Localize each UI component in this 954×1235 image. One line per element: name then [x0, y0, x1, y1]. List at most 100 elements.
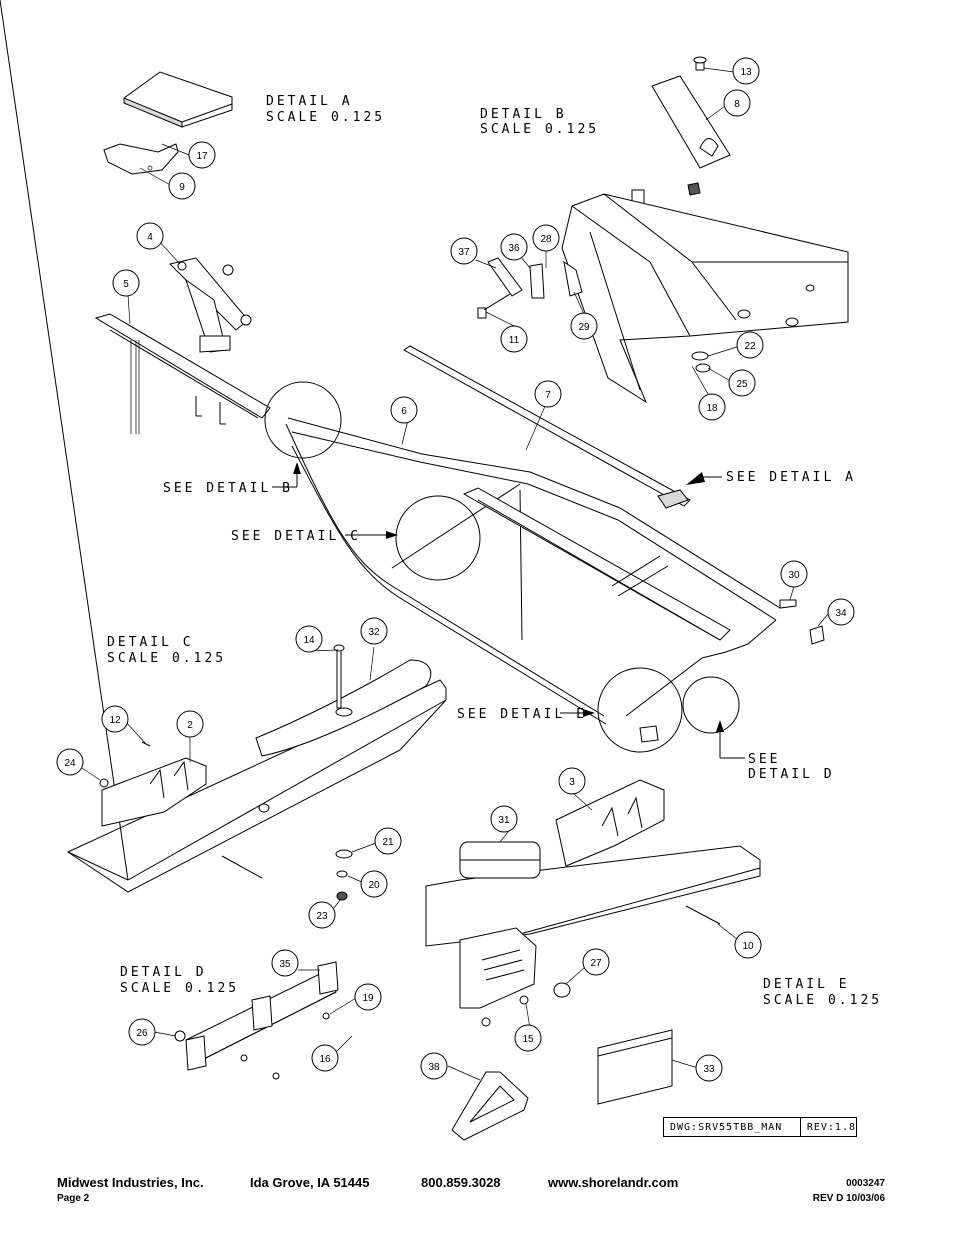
svg-text:22: 22	[744, 341, 756, 352]
detail-d-parts	[174, 961, 339, 1080]
svg-text:SEE DETAIL C: SEE DETAIL C	[231, 529, 361, 544]
svg-text:29: 29	[578, 322, 590, 333]
balloon-16: 16	[311, 1044, 339, 1072]
detail-c-circle	[395, 495, 481, 581]
balloon-14: 14	[295, 625, 323, 653]
detail-b-label: DETAIL B SCALE 0.125	[480, 107, 599, 137]
drawing-number: DWG:SRV55TBB_MAN	[664, 1118, 801, 1136]
detail-b-parts	[477, 56, 849, 404]
detail-e-label: DETAIL E SCALE 0.125	[763, 977, 882, 1008]
balloon-26: 26	[128, 1018, 156, 1046]
detail-e-scale: SCALE 0.125	[763, 993, 882, 1008]
svg-text:13: 13	[740, 67, 752, 78]
detail-a-label: DETAIL A SCALE 0.125	[266, 94, 382, 125]
see-detail-a-callout: SEE DETAIL A	[686, 470, 856, 485]
svg-text:2: 2	[187, 720, 193, 731]
balloon-8: 8	[723, 89, 751, 117]
svg-text:19: 19	[362, 993, 374, 1004]
svg-text:14: 14	[303, 635, 315, 646]
svg-text:27: 27	[590, 958, 602, 969]
see-detail-c-callout: SEE DETAIL C	[231, 529, 398, 544]
detail-e-parts	[425, 779, 761, 1105]
detail-c-label: DETAIL C SCALE 0.125	[107, 635, 223, 666]
svg-text:DETAIL D: DETAIL D	[748, 767, 835, 782]
balloon-3: 3	[558, 767, 586, 795]
svg-text:10: 10	[742, 941, 754, 952]
svg-text:37: 37	[458, 247, 470, 258]
balloon-19: 19	[354, 983, 382, 1011]
balloon-38: 38	[420, 1052, 448, 1080]
svg-text:26: 26	[136, 1028, 148, 1039]
footer-phone: 800.859.3028	[421, 1175, 501, 1190]
svg-text:SEE DETAIL E: SEE DETAIL E	[457, 707, 587, 722]
detail-c-title: DETAIL C	[107, 635, 194, 650]
detail-d-label: DETAIL D SCALE 0.125	[120, 965, 239, 996]
svg-text:SEE DETAIL B: SEE DETAIL B	[163, 481, 293, 496]
main-frame	[285, 345, 825, 743]
tongue-parts	[94, 313, 271, 434]
balloon-37: 37	[450, 237, 478, 265]
footer-doc-number: 0003247	[846, 1178, 885, 1189]
balloon-25: 25	[728, 369, 756, 397]
balloon-35: 35	[271, 949, 299, 977]
svg-text:35: 35	[279, 959, 291, 970]
see-detail-e-callout: SEE DETAIL E	[457, 707, 595, 722]
balloon-11: 11	[500, 325, 528, 353]
svg-text:33: 33	[703, 1064, 715, 1075]
footer-company: Midwest Industries, Inc.	[57, 1175, 204, 1190]
balloons: 2 3 4 5 6 7 8 9 10 11 12 13 14 15 16 17 …	[56, 57, 855, 1082]
detail-d-scale: SCALE 0.125	[120, 981, 239, 996]
svg-text:SEE: SEE	[748, 752, 780, 767]
balloon-5: 5	[112, 269, 140, 297]
detail-a-parts	[103, 71, 233, 175]
balloon-30: 30	[780, 560, 808, 588]
footer-location: Ida Grove, IA 51445	[250, 1175, 370, 1190]
balloon-34: 34	[827, 598, 855, 626]
svg-text:31: 31	[498, 815, 510, 826]
footer-website[interactable]: www.shorelandr.com	[548, 1175, 679, 1190]
balloon-7: 7	[534, 380, 562, 408]
drawing-title-block: DWG:SRV55TBB_MAN REV:1.8	[663, 1117, 857, 1137]
balloon-29: 29	[570, 312, 598, 340]
svg-text:20: 20	[368, 880, 380, 891]
detail-b-title: DETAIL B	[480, 107, 567, 122]
balloon-21: 21	[374, 827, 402, 855]
balloon-33: 33	[695, 1054, 723, 1082]
balloon-17: 17	[188, 141, 216, 169]
svg-text:4: 4	[147, 232, 153, 243]
svg-text:8: 8	[734, 99, 740, 110]
svg-text:17: 17	[196, 151, 208, 162]
svg-text:6: 6	[401, 406, 407, 417]
detail-e-title: DETAIL E	[763, 977, 850, 992]
footer-page: Page 2	[57, 1193, 90, 1204]
jack-parts	[169, 257, 252, 353]
svg-text:21: 21	[382, 837, 394, 848]
balloon-32: 32	[360, 617, 388, 645]
svg-text:16: 16	[319, 1054, 331, 1065]
see-detail-b-callout: SEE DETAIL B	[163, 462, 301, 496]
detail-e-circle	[597, 667, 683, 753]
svg-text:15: 15	[522, 1034, 534, 1045]
balloon-18: 18	[698, 393, 726, 421]
detail-b-scale: SCALE 0.125	[480, 122, 599, 137]
svg-text:28: 28	[540, 234, 552, 245]
balloon-24: 24	[56, 748, 84, 776]
svg-text:12: 12	[109, 715, 121, 726]
detail-a-title: DETAIL A	[266, 94, 353, 109]
balloon-9: 9	[168, 172, 196, 200]
balloon-13: 13	[732, 57, 760, 85]
svg-text:5: 5	[123, 279, 129, 290]
svg-text:25: 25	[736, 379, 748, 390]
svg-text:30: 30	[788, 570, 800, 581]
detail-c-parts	[0, 0, 447, 893]
detail-d-title: DETAIL D	[120, 965, 207, 980]
svg-text:36: 36	[508, 243, 520, 254]
drawing-revision: REV:1.8	[806, 1121, 856, 1133]
svg-text:SEE DETAIL A: SEE DETAIL A	[726, 470, 856, 485]
balloon-36: 36	[500, 233, 528, 261]
svg-text:18: 18	[706, 403, 718, 414]
svg-text:32: 32	[368, 627, 380, 638]
balloon-4: 4	[136, 222, 164, 250]
footer-revision: REV D 10/03/06	[812, 1193, 885, 1204]
